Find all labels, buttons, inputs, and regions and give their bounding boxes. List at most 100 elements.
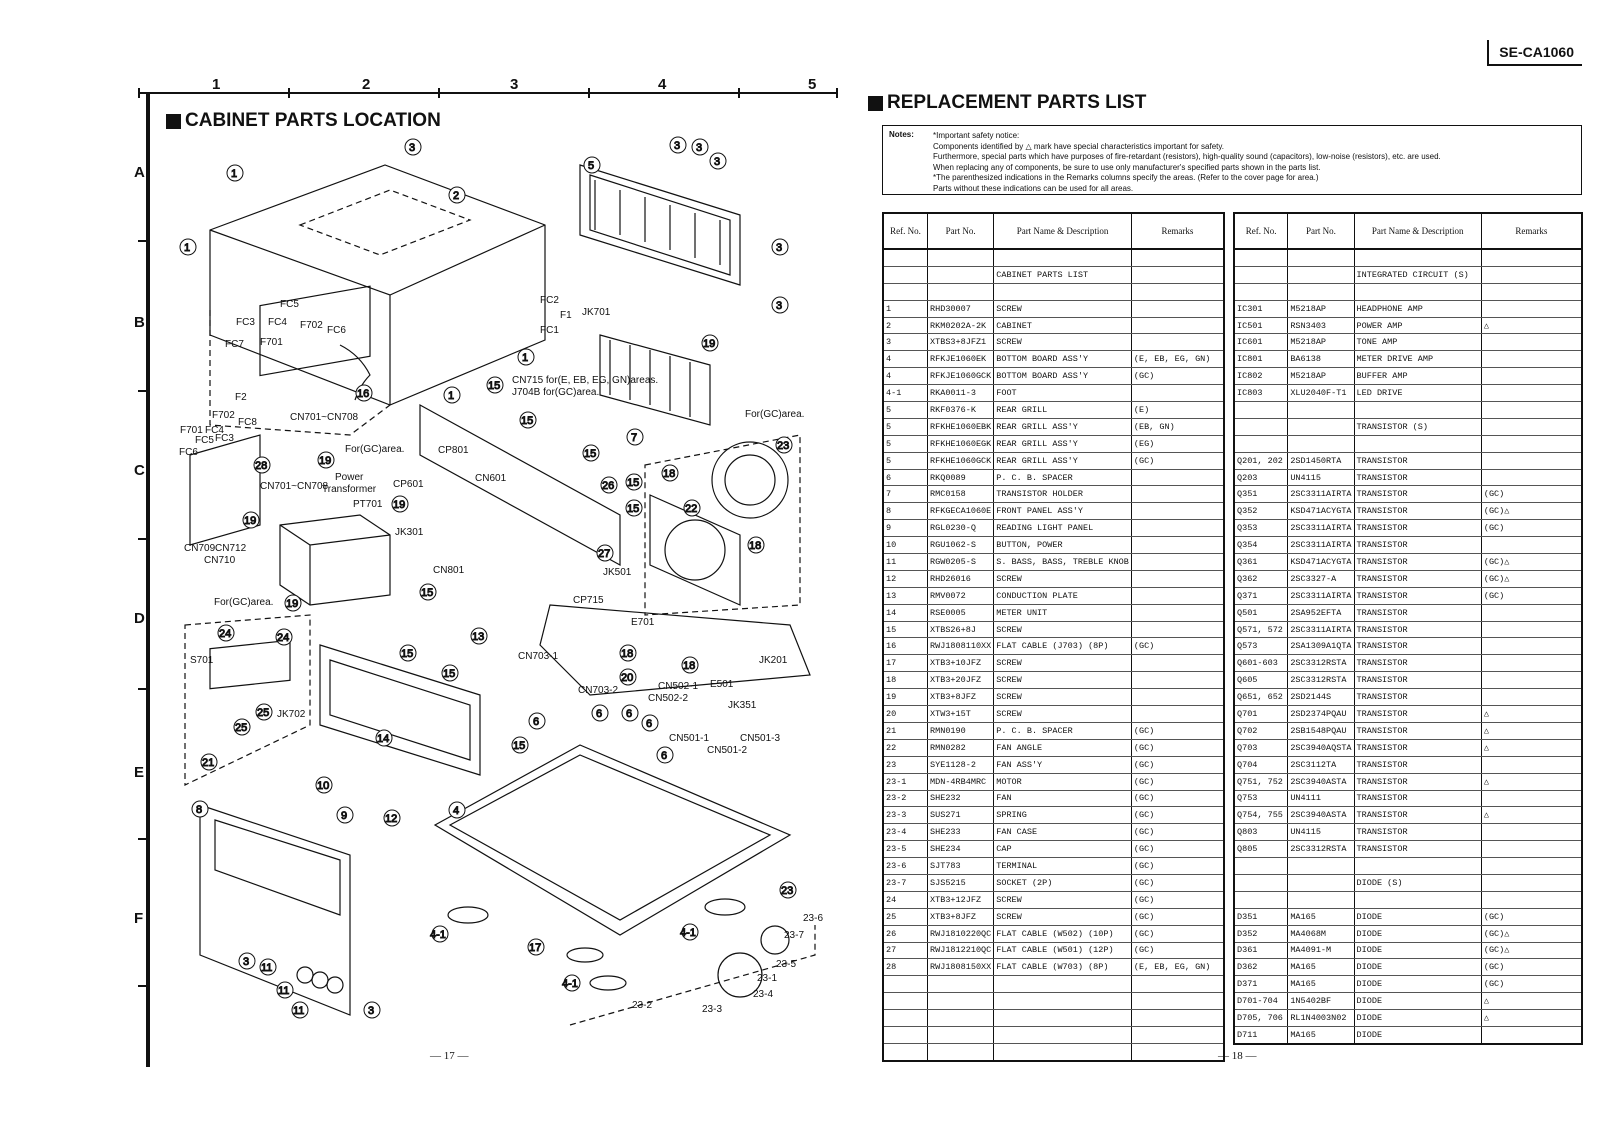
table-cell: RFKHE1060EGK [927, 435, 995, 453]
svg-text:15: 15 [584, 448, 596, 460]
table-cell: Q571, 572 [1233, 621, 1289, 639]
svg-text:3: 3 [409, 142, 415, 154]
table-cell: 23-2 [882, 790, 929, 808]
table-cell [927, 249, 995, 267]
ref-circle: 9 [336, 806, 354, 824]
label-fc7: FC7 [225, 339, 244, 350]
svg-text:19: 19 [286, 598, 298, 610]
table-cell [882, 249, 929, 267]
table-cell [882, 1043, 929, 1062]
ref-circle: 3 [669, 136, 687, 154]
ref-circle: 11 [291, 1001, 309, 1019]
svg-text:26: 26 [602, 480, 614, 492]
table-cell [1233, 401, 1289, 419]
table-row [1233, 249, 1583, 267]
table-cell: DIODE [1353, 942, 1482, 960]
table-cell: TRANSISTOR [1353, 756, 1482, 774]
svg-text:1: 1 [522, 352, 528, 364]
ref-circle: 4 [448, 801, 466, 819]
label-fc6b: FC6 [179, 447, 198, 458]
table-cell [1130, 621, 1225, 639]
label-fc4b: FC4 [205, 425, 224, 436]
label-cp801: CP801 [438, 445, 469, 456]
table-cell: DIODE [1353, 975, 1482, 994]
table-cell: 6 [882, 469, 929, 487]
note-line: *The parenthesized indications in the Re… [933, 173, 1319, 182]
table-cell: CABINET [993, 317, 1132, 335]
table-cell: 8 [882, 502, 929, 521]
label-fc2: FC2 [540, 295, 559, 306]
table-cell: 9 [882, 519, 929, 538]
table-cell [1130, 553, 1225, 571]
table-cell [1480, 283, 1583, 301]
row-label: A [134, 164, 145, 181]
table-cell: 22 [882, 739, 929, 757]
ref-circle: 18 [619, 644, 637, 662]
table-cell: (GC) [1130, 367, 1225, 386]
table-cell: 2SC3312RSTA [1287, 840, 1355, 859]
table-cell: RMN0282 [927, 739, 995, 757]
svg-text:11: 11 [261, 962, 272, 974]
table-cell: DIODE [1353, 958, 1482, 977]
table-cell: RMN0190 [927, 722, 995, 740]
table-cell [1233, 435, 1289, 453]
note-line: Components identified by △ mark have spe… [933, 141, 1225, 151]
table-cell: TRANSISTOR [1353, 536, 1482, 555]
table-cell: TRANSISTOR [1353, 485, 1482, 504]
column-ruler: 1 2 3 4 5 [138, 76, 838, 98]
label-fc3b: FC3 [215, 433, 234, 444]
table-cell: (GC)△ [1480, 925, 1583, 943]
row-label: E [134, 764, 145, 781]
ref-circle: 13 [470, 627, 488, 645]
svg-text:20: 20 [621, 672, 633, 684]
table-cell: M5218AP [1287, 300, 1355, 318]
table-cell: SCREW [993, 654, 1132, 673]
label-jk351: JK351 [728, 700, 757, 711]
table-cell: RMV0072 [927, 587, 995, 605]
table-cell [1233, 891, 1289, 909]
table-cell: 5 [882, 418, 929, 436]
table-cell: 17 [882, 654, 929, 673]
svg-text:10: 10 [317, 780, 329, 792]
table-cell: TRANSISTOR [1353, 722, 1482, 740]
table-row [1233, 283, 1583, 301]
table-cell: 12 [882, 570, 929, 588]
table-cell: 2SC3327-A [1287, 570, 1355, 588]
note-line: Furthermore, special parts which have pu… [933, 152, 1441, 161]
table-cell: (GC) [1480, 958, 1583, 977]
svg-text:22: 22 [685, 503, 697, 515]
table-cell [1130, 992, 1225, 1011]
table-cell [1287, 401, 1355, 419]
table-cell: Q805 [1233, 840, 1289, 859]
table-cell [1353, 891, 1482, 909]
table-cell: TRANSISTOR [1353, 469, 1482, 487]
svg-text:6: 6 [661, 750, 667, 762]
table-cell: M5218AP [1287, 367, 1355, 386]
table-cell: 2SC3312RSTA [1287, 654, 1355, 673]
ref-circle: 15 [441, 664, 459, 682]
table-cell [1480, 688, 1583, 707]
table-cell: (GC)△ [1480, 502, 1583, 521]
table-row [882, 283, 1225, 301]
table-cell: MA4068M [1287, 925, 1355, 943]
ref-circle: 15 [625, 499, 643, 517]
col-header: Part Name & Description [1353, 212, 1482, 250]
table-cell [993, 1009, 1132, 1027]
table-cell: 23-6 [882, 857, 929, 875]
table-cell [927, 266, 995, 284]
ref-circle: 19 [284, 594, 302, 612]
table-cell: (EG) [1130, 435, 1225, 453]
table-cell [1480, 536, 1583, 555]
